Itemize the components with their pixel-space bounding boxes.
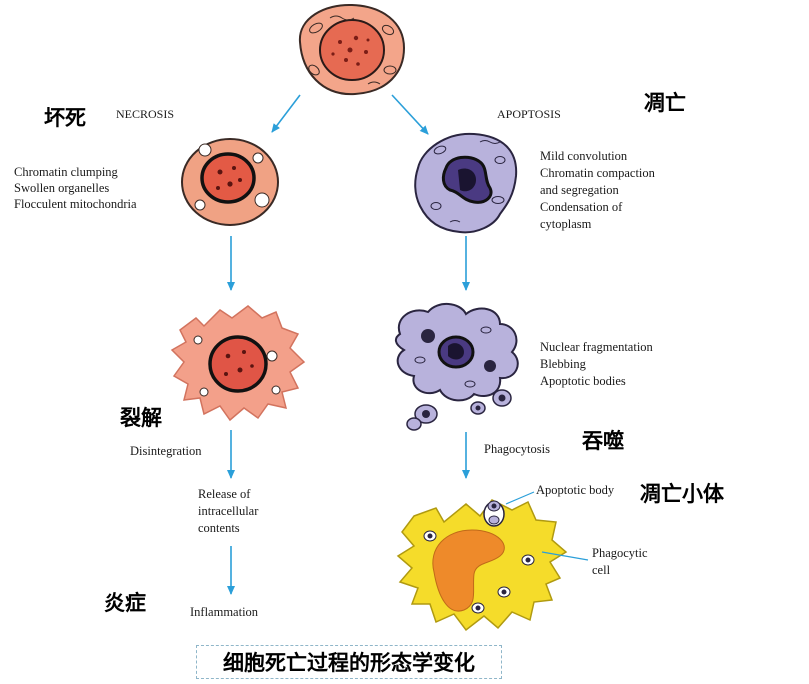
feature-apoptotic-bodies: Apoptotic bodies xyxy=(540,374,626,388)
release-line-1: Release of xyxy=(198,487,251,501)
phagocytic-cell-label-2: cell xyxy=(592,563,611,577)
phagocytic-cell-label-1: Phagocytic xyxy=(592,546,648,560)
apoptosis-cn-label: 凋亡 xyxy=(644,91,686,115)
phagocytosis-cn-label: 吞噬 xyxy=(582,429,624,453)
release-line-3: contents xyxy=(198,521,240,535)
release-label: Release of intracellular contents xyxy=(198,487,259,535)
necrotic-cell-disintegrating xyxy=(170,305,306,422)
disintegration-cn-label: 裂解 xyxy=(120,406,162,430)
disintegration-label: Disintegration xyxy=(130,444,202,458)
necrotic-cell-swollen xyxy=(181,138,279,226)
feature-cytoplasm: cytoplasm xyxy=(540,217,592,231)
necrosis-title: NECROSIS xyxy=(116,107,174,121)
feature-flocculent-mitochondria: Flocculent mitochondria xyxy=(14,197,137,211)
phagocytic-cell xyxy=(396,499,568,632)
inflammation-label: Inflammation xyxy=(190,605,259,619)
apoptotic-body-pointer xyxy=(505,491,535,505)
apoptotic-cell-blebbing xyxy=(394,303,519,431)
arrow-to-apoptosis xyxy=(391,94,429,135)
necrosis-features: Chromatin clumping Swollen organelles Fl… xyxy=(14,165,137,211)
arrow-to-necrosis xyxy=(271,94,301,133)
figure-caption: 细胞死亡过程的形态学变化 xyxy=(196,645,502,679)
feature-chromatin-compaction: Chromatin compaction xyxy=(540,166,656,180)
phagocytic-cell-pointer xyxy=(541,551,589,561)
normal-cell xyxy=(298,3,406,96)
engulfed-apoptotic-body xyxy=(483,500,505,527)
apoptosis-title: APOPTOSIS xyxy=(497,107,561,121)
apoptosis-stage2-features: Nuclear fragmentation Blebbing Apoptotic… xyxy=(540,340,654,388)
feature-and-segregation: and segregation xyxy=(540,183,620,197)
apoptosis-features: Mild convolution Chromatin compaction an… xyxy=(540,149,656,231)
apoptotic-body-label: Apoptotic body xyxy=(536,483,615,497)
apoptotic-bodies-fragments xyxy=(406,389,512,431)
feature-mild-convolution: Mild convolution xyxy=(540,149,628,163)
release-line-2: intracellular xyxy=(198,504,259,518)
phagocytosis-label: Phagocytosis xyxy=(484,442,550,456)
feature-nuclear-fragmentation: Nuclear fragmentation xyxy=(540,340,654,354)
apoptotic-body-cn-label: 凋亡小体 xyxy=(640,482,725,506)
feature-chromatin-clumping: Chromatin clumping xyxy=(14,165,119,179)
apoptotic-cell-condensed xyxy=(414,132,518,234)
feature-condensation-of: Condensation of xyxy=(540,200,623,214)
feature-swollen-organelles: Swollen organelles xyxy=(14,181,109,195)
necrosis-cn-label: 坏死 xyxy=(44,106,86,130)
inflammation-cn-label: 炎症 xyxy=(104,591,146,615)
feature-blebbing: Blebbing xyxy=(540,357,587,371)
